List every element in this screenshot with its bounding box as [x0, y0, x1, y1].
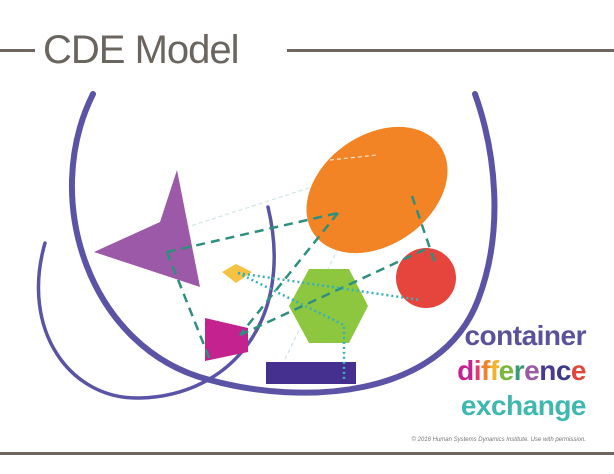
- difference-letter: r: [513, 355, 525, 386]
- legend-difference: difference: [457, 353, 586, 388]
- title-rule-right: [287, 49, 614, 52]
- title-row: CDE Model: [0, 22, 614, 78]
- red-circle: [396, 248, 456, 308]
- legend-exchange: exchange: [460, 390, 587, 421]
- green-hexagon: [289, 269, 368, 343]
- dotted-links: [237, 271, 421, 380]
- difference-letter: d: [457, 355, 474, 386]
- title-rule-left: [0, 49, 35, 52]
- difference-letter: c: [555, 355, 572, 386]
- difference-letter: e: [570, 355, 587, 386]
- difference-letter: e: [498, 355, 515, 386]
- difference-letter: f: [489, 355, 499, 386]
- difference-letter: i: [473, 355, 482, 386]
- large-container-arc: [69, 91, 498, 396]
- cde-legend: container difference exchange: [457, 318, 586, 423]
- purple-triangle: [94, 170, 200, 287]
- footer-rule: [0, 452, 614, 455]
- legend-container: container: [464, 320, 586, 351]
- indigo-rectangle: [266, 362, 356, 384]
- copyright-notice: © 2016 Human Systems Dynamics Institute.…: [411, 437, 586, 443]
- orange-ellipse: [306, 126, 448, 254]
- difference-letter: e: [524, 355, 540, 386]
- difference-letter: f: [481, 355, 490, 386]
- dashed-links: [165, 195, 437, 361]
- page-title: CDE Model: [43, 28, 240, 72]
- difference-letter: n: [539, 355, 556, 386]
- yellow-diamond: [222, 264, 252, 283]
- magenta-trapezoid: [205, 318, 248, 361]
